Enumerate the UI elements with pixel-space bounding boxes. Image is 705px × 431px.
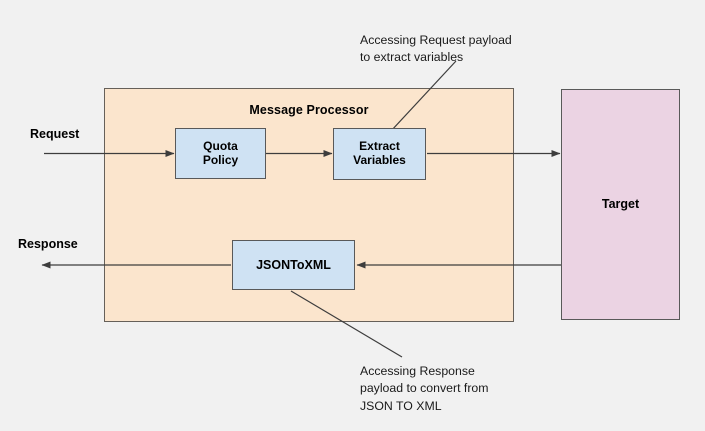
- node-quota-policy[interactable]: Quota Policy: [175, 128, 266, 179]
- node-target-label: Target: [601, 197, 640, 212]
- node-quota-policy-label-line2: Policy: [202, 152, 239, 167]
- node-extract-variables[interactable]: Extract Variables: [333, 128, 426, 180]
- node-target[interactable]: Target: [561, 89, 680, 320]
- node-quota-policy-label-line1: Quota: [203, 138, 238, 153]
- node-jsontoxml[interactable]: JSONToXML: [232, 240, 355, 290]
- node-extract-variables-label-line1: Extract: [359, 139, 400, 154]
- node-extract-variables-label-line2: Variables: [353, 153, 406, 167]
- response-label: Response: [18, 237, 78, 251]
- message-processor-title: Message Processor: [249, 103, 369, 117]
- node-extract-variables-label: Extract Variables: [353, 139, 406, 168]
- annotation-request-payload: Accessing Request payload to extract var…: [360, 33, 512, 65]
- node-jsontoxml-label: JSONToXML: [256, 257, 331, 272]
- request-label: Request: [30, 127, 80, 141]
- node-quota-policy-label: Quota Policy: [202, 138, 239, 168]
- annotation-response-payload: Accessing Response payload to convert fr…: [360, 364, 489, 413]
